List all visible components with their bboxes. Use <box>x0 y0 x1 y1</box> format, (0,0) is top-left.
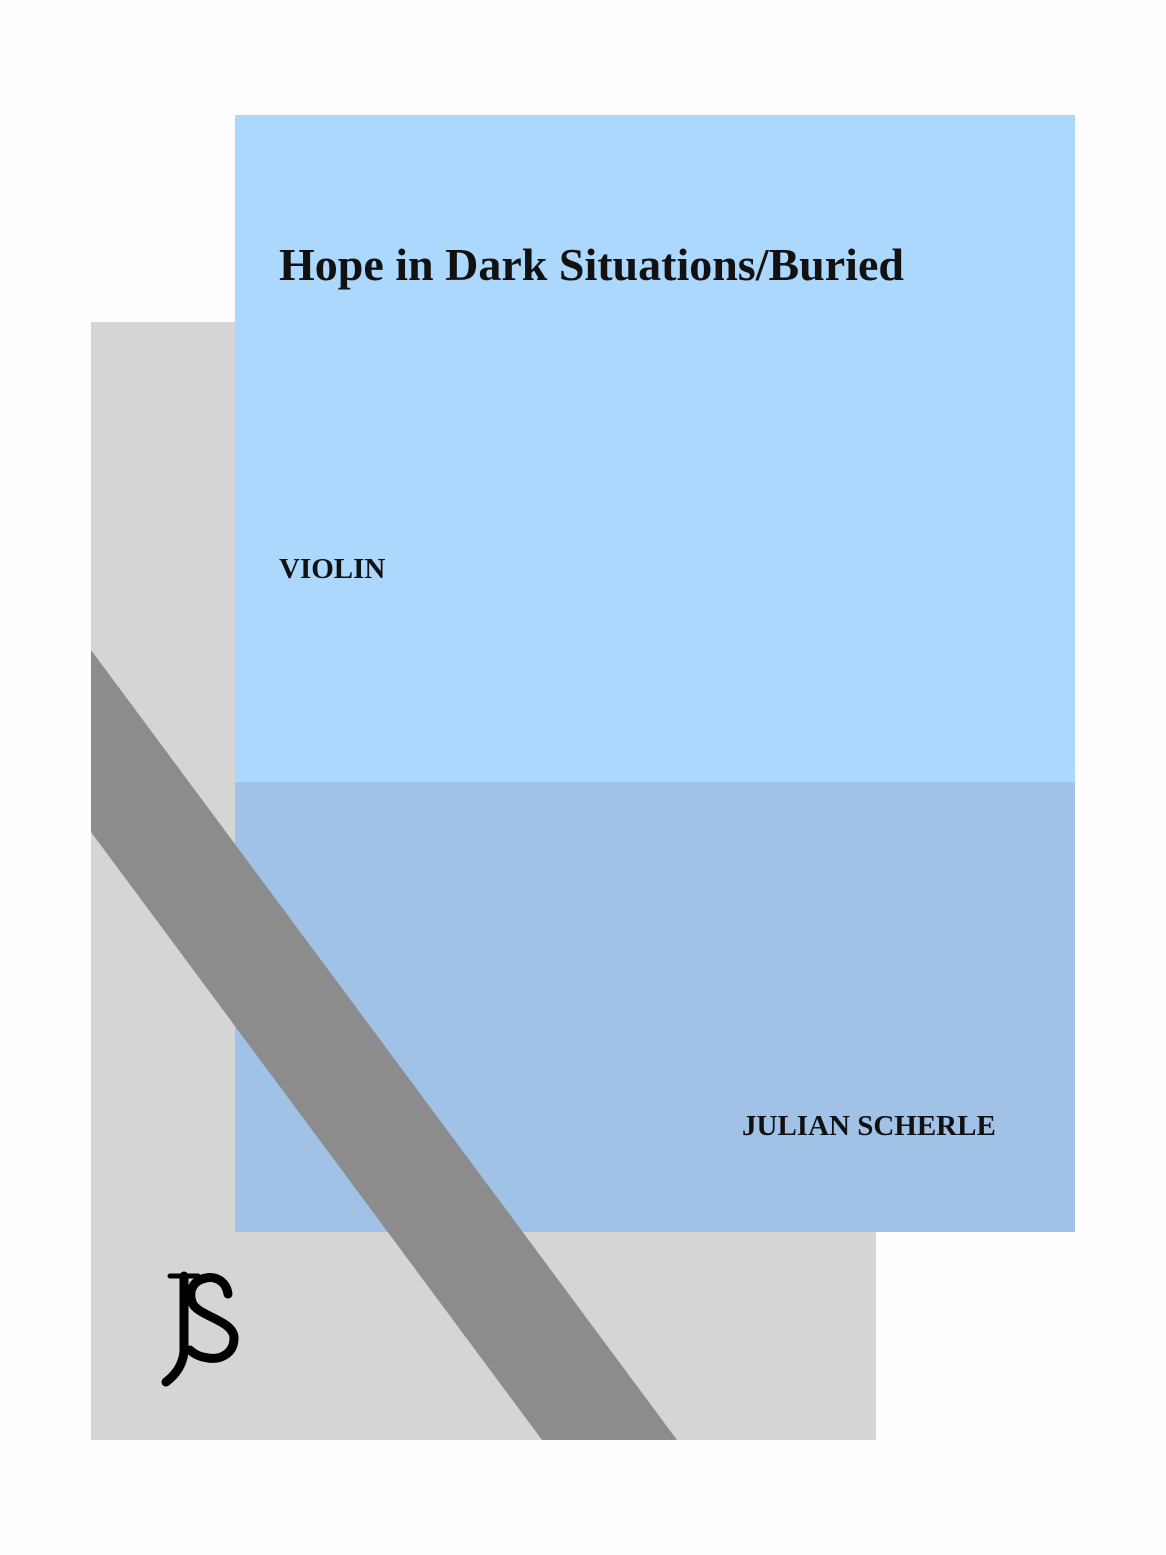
logo-letter-s <box>185 1273 239 1363</box>
instrument-label: VIOLIN <box>279 553 386 585</box>
diagonal-band-shape <box>91 650 677 1440</box>
composer-name: JULIAN SCHERLE <box>742 1110 996 1142</box>
title-panel <box>235 115 1075 782</box>
js-logo <box>161 1271 239 1387</box>
piece-title: Hope in Dark Situations/Buried <box>279 239 904 290</box>
logo-letter-j <box>161 1271 201 1387</box>
